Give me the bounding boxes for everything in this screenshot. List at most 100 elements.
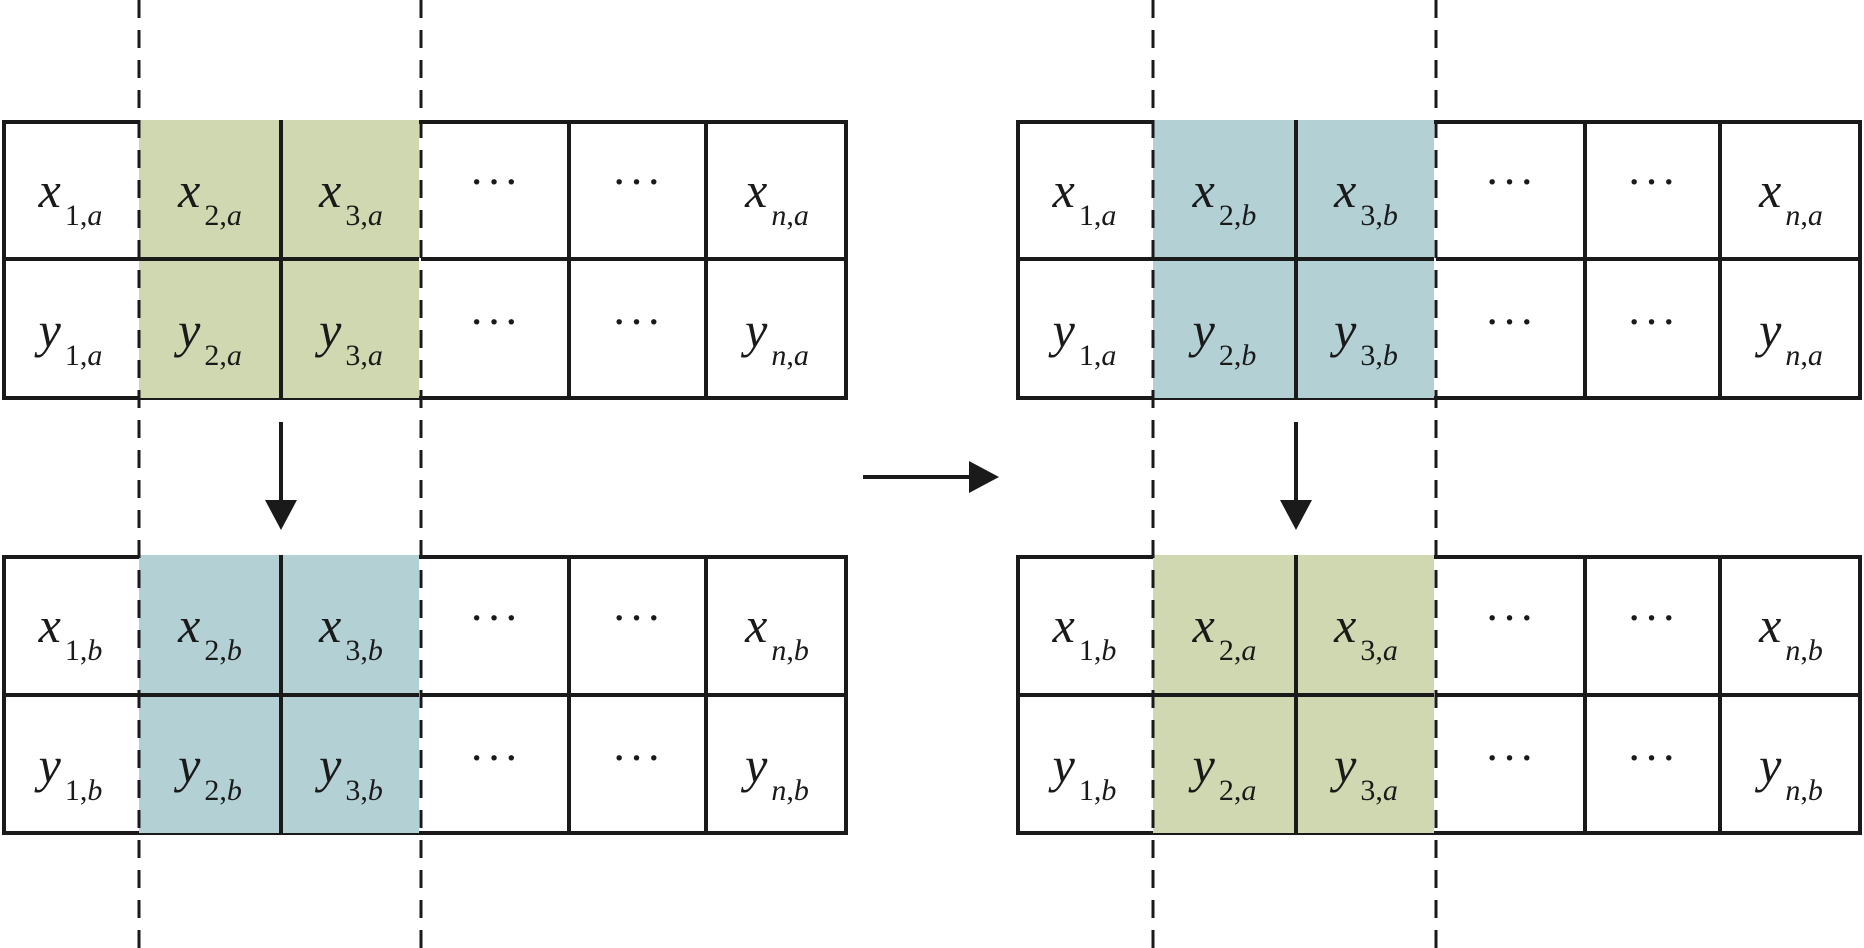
subscript-index: n	[1785, 634, 1801, 667]
subscript-parent: b	[793, 634, 809, 667]
subscript-index: n	[1785, 198, 1801, 232]
table-cell: ···	[1583, 555, 1718, 695]
ellipsis: ···	[1626, 731, 1679, 783]
variable-letter: x	[319, 597, 342, 653]
subscript-index: 1	[1078, 338, 1094, 372]
variable-letter: y	[1759, 301, 1782, 358]
variable-letter: y	[38, 737, 61, 793]
subscript-parent: b	[226, 634, 242, 667]
subscript-index: 1	[64, 774, 80, 807]
subscript-index: 2	[1218, 338, 1234, 372]
subscript: 3,b	[345, 774, 383, 807]
variable-letter: x	[745, 597, 768, 653]
subscript-index: 2	[204, 338, 220, 372]
subscript: 2,a	[1219, 634, 1257, 667]
subscript: 2,b	[1219, 339, 1257, 372]
subscript: n,b	[771, 634, 809, 667]
subscript-comma: ,	[1233, 198, 1242, 232]
arrow-left-down-icon	[265, 422, 297, 530]
subscript-comma: ,	[219, 634, 227, 667]
arrow-head	[265, 500, 297, 530]
subscript-index: 2	[204, 634, 220, 667]
table-cell: ···	[1583, 693, 1718, 833]
subscript-index: 3	[345, 634, 361, 667]
subscript: n,b	[771, 774, 809, 807]
subscript: 3,a	[345, 199, 383, 232]
subscript-parent: b	[87, 774, 103, 807]
subscript-parent: a	[226, 338, 242, 372]
table-cell: ···	[567, 120, 704, 259]
arrow-middle-right-icon	[863, 461, 999, 493]
subscript-index: 3	[1360, 634, 1376, 667]
subscript: n,b	[1785, 774, 1823, 807]
variable-letter: y	[1192, 301, 1215, 358]
subscript-index: n	[771, 634, 787, 667]
table-cell: ···	[421, 257, 569, 398]
variable-letter: x	[1052, 161, 1075, 218]
subscript-comma: ,	[1375, 634, 1383, 667]
subscript-comma: ,	[786, 338, 794, 372]
subscript-index: 1	[64, 338, 80, 372]
subscript-index: 2	[1218, 634, 1234, 667]
variable-letter: y	[178, 301, 201, 358]
table-cell: ···	[567, 257, 704, 398]
table-cell: ···	[421, 555, 569, 695]
subscript-comma: ,	[79, 338, 88, 372]
subscript-parent: a	[1807, 198, 1823, 232]
subscript: 3,b	[345, 634, 383, 667]
subscript-index: n	[1785, 338, 1801, 372]
ellipsis: ···	[611, 731, 664, 783]
subscript-parent: b	[1807, 774, 1823, 807]
arrow-head	[1280, 500, 1312, 530]
ellipsis: ···	[611, 591, 664, 643]
subscript-comma: ,	[360, 198, 368, 232]
variable-letter: y	[745, 301, 768, 358]
table-cell: ···	[421, 120, 569, 259]
subscript: 2,a	[204, 199, 242, 232]
subscript: 1,b	[65, 634, 103, 667]
subscript-comma: ,	[1233, 774, 1242, 807]
subscript-index: 3	[1360, 774, 1376, 807]
subscript-parent: a	[1241, 774, 1257, 807]
ellipsis: ···	[1626, 591, 1679, 643]
subscript-parent: a	[1382, 774, 1398, 807]
subscript-index: n	[1785, 774, 1801, 807]
variable-letter: y	[1334, 737, 1357, 793]
variable-letter: x	[1334, 597, 1357, 653]
subscript: 1,b	[1079, 634, 1117, 667]
variable-letter: y	[319, 737, 342, 793]
subscript-comma: ,	[79, 774, 88, 807]
variable-letter: y	[1334, 301, 1357, 358]
ellipsis: ···	[611, 296, 664, 347]
variable-letter: x	[1192, 597, 1215, 653]
subscript: 3,a	[1360, 634, 1398, 667]
subscript-comma: ,	[1375, 338, 1383, 372]
subscript-parent: a	[87, 198, 103, 232]
subscript-comma: ,	[1093, 338, 1102, 372]
subscript-comma: ,	[1093, 198, 1102, 232]
subscript-index: 3	[1360, 338, 1376, 372]
subscript-index: n	[771, 338, 787, 372]
table-cell: ···	[1583, 257, 1718, 398]
subscript-parent: b	[1382, 198, 1398, 232]
